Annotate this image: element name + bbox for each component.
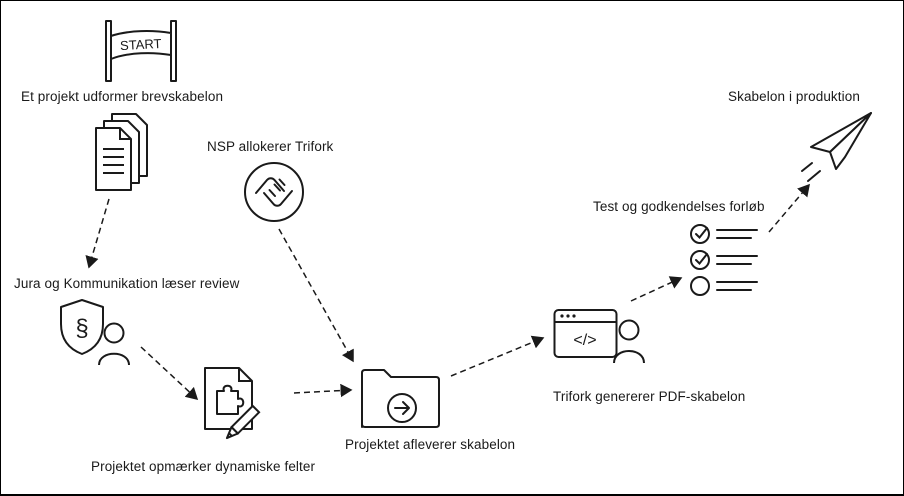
flow-arrow-draft-to-review	[85, 198, 110, 269]
label-draft-template: Et projekt udformer brevskabelon	[21, 89, 224, 104]
checklist-icon	[690, 224, 758, 296]
label-deliver-template: Projektet afleverer skabelon	[345, 437, 516, 452]
label-legal-review: Jura og Kommunikation læser review	[14, 276, 240, 291]
legal-shield-person: §	[57, 297, 135, 377]
checklist	[689, 221, 765, 299]
start-banner-text: START	[120, 36, 162, 53]
label-test-approval: Test og godkendelses forløb	[593, 199, 765, 214]
documents-icon	[95, 113, 148, 191]
label-generate-pdf: Trifork genererer PDF-skabelon	[553, 389, 746, 404]
handshake-icon	[244, 162, 304, 222]
code-window-person: </>	[553, 303, 645, 365]
flow-arrow-markup-to-deliver	[293, 383, 353, 398]
flow-arrow-deliver-to-pdf	[450, 335, 545, 377]
label-in-production: Skabelon i produktion	[728, 89, 860, 104]
label-nsp-allocates: NSP allokerer Trifork	[207, 139, 334, 154]
flow-arrow-review-to-markup	[140, 346, 199, 401]
code-glyph: </>	[573, 332, 596, 349]
flow-arrow-test-to-production	[768, 183, 810, 233]
code-window-person-icon: </>	[553, 309, 645, 364]
folder-arrow	[359, 361, 445, 433]
start-banner-icon: START	[105, 20, 177, 82]
documents	[95, 113, 149, 191]
paragraph-glyph: §	[75, 315, 88, 342]
folder-arrow-icon	[361, 369, 440, 428]
flow-arrow-nsp-to-deliver	[278, 228, 354, 363]
paper-plane	[799, 107, 877, 191]
document-puzzle-pencil-icon	[204, 367, 261, 440]
label-mark-fields: Projektet opmærker dynamiske felter	[91, 459, 316, 474]
paper-plane-icon	[801, 112, 872, 182]
handshake	[243, 161, 305, 223]
flow-arrow-pdf-to-test	[630, 276, 683, 302]
legal-shield-person-icon: §	[60, 299, 130, 366]
document-puzzle-pencil	[204, 367, 270, 445]
start-banner: START	[99, 19, 183, 83]
